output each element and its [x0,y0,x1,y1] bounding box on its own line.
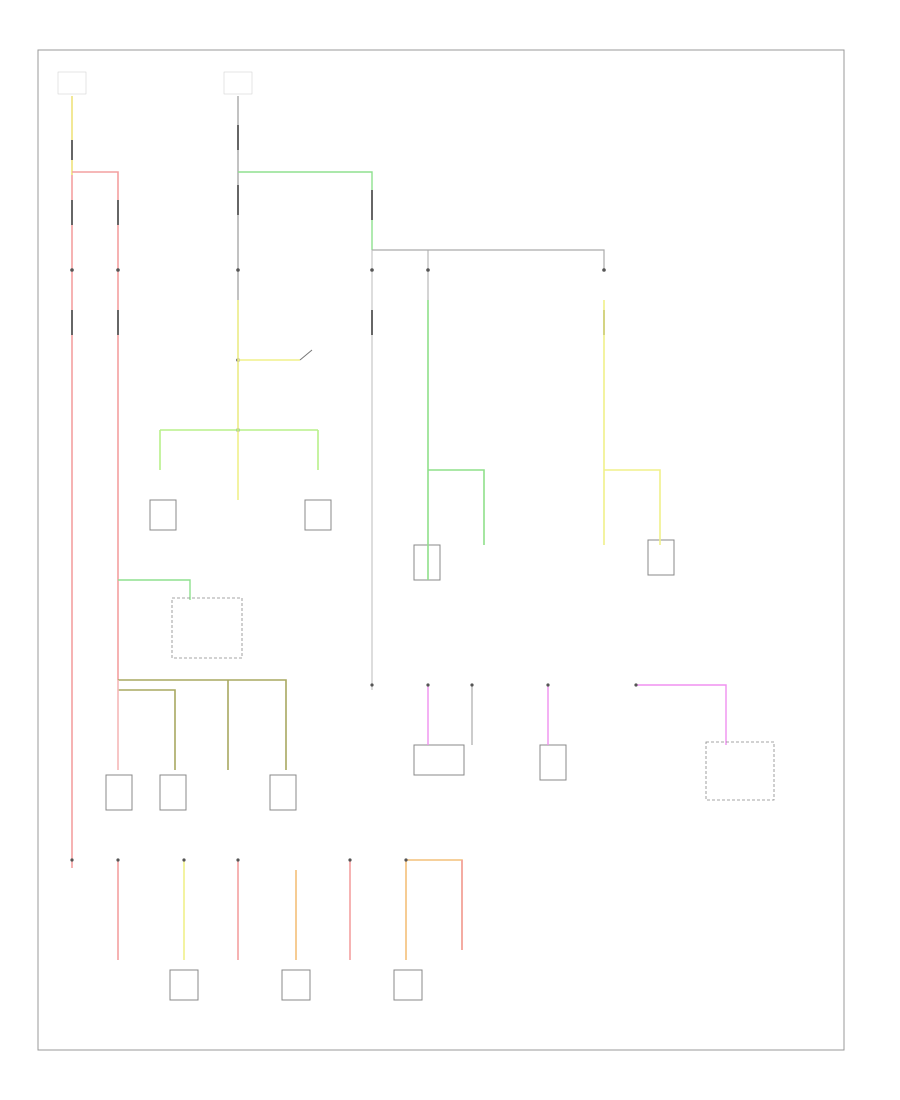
fuse-markers [70,268,606,432]
wires-magenta [427,684,727,745]
wire-green-right [427,300,485,580]
wire-gray-bus [372,249,605,270]
splice-dots-bottom [70,683,638,862]
wire-yellow-right [603,300,661,545]
component-boxes-bottom [169,969,423,1001]
diagram-frame [37,49,845,1051]
wire-olive-bus [118,679,287,770]
wires-bottom-row [117,859,463,960]
wire-red-feed [72,171,119,680]
connector-ticks [71,125,605,335]
wire-green-feed [238,171,373,250]
switch-symbol [299,349,313,361]
wire-green-relay-feed [118,579,191,600]
power-source-left [57,71,87,868]
module-box-right [705,741,775,801]
wire-green-crossbar [159,429,319,470]
component-boxes-middle [105,744,567,811]
component-boxes-upper [149,499,675,581]
relay-box [171,597,243,659]
